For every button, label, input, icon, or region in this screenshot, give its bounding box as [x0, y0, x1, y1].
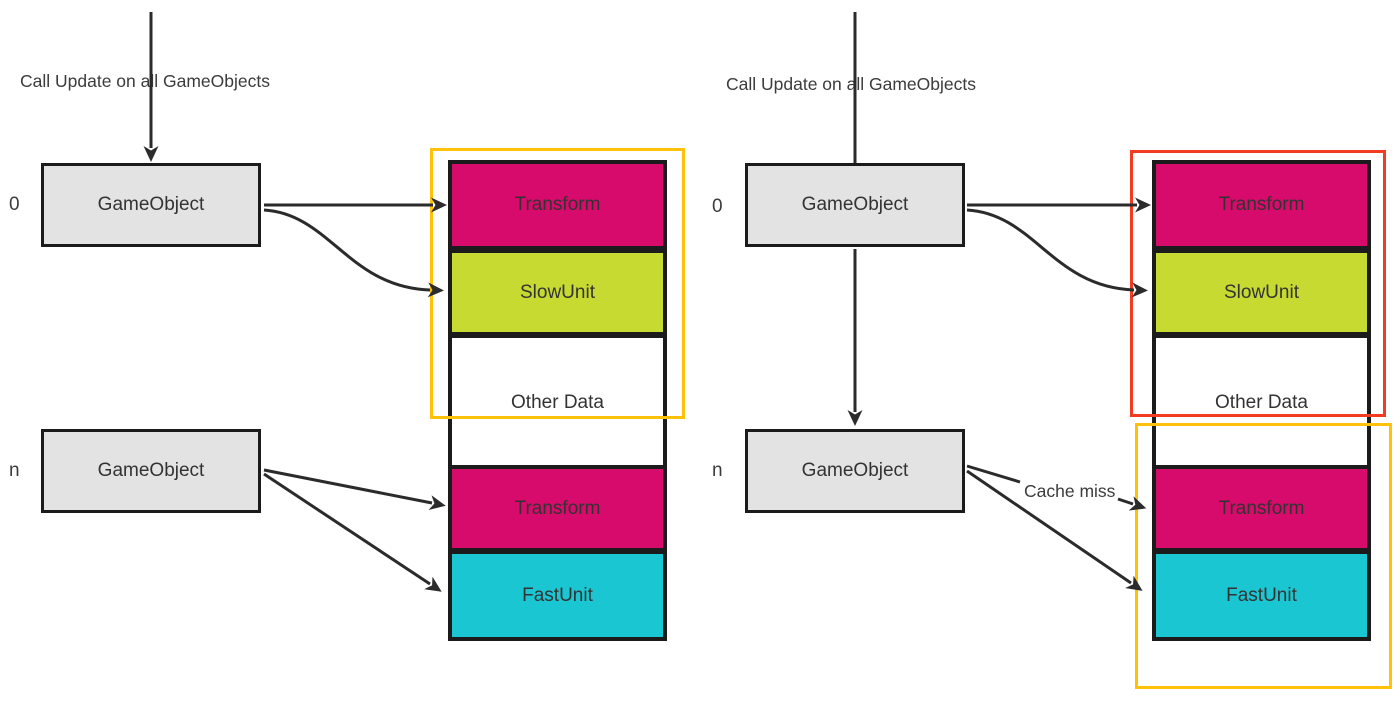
left-arrow-to-fastunit [263, 472, 442, 592]
left-gameobject-bottom-box: GameObject [41, 429, 261, 513]
right-cache-line-outline-rect-red [1130, 150, 1386, 417]
right-gameobject-bottom-label: GameObject [801, 460, 909, 481]
right-memory-block-fastunit: FastUnit [1152, 550, 1371, 641]
right-gameobject-top-label: GameObject [801, 194, 909, 215]
right-cache-miss-leader-line [966, 464, 1021, 484]
left-index-0-label: 0 [9, 194, 20, 215]
right-memory-block-fastunit-label: FastUnit [1226, 584, 1297, 606]
left-memory-block-transform-1: Transform [448, 160, 667, 250]
left-memory-block-fastunit: FastUnit [448, 550, 667, 641]
left-arrow-to-slowunit [263, 208, 444, 298]
right-memory-block-transform-2-label: Transform [1218, 497, 1305, 519]
left-gameobject-top-label: GameObject [97, 194, 205, 215]
right-memory-block-slowunit: SlowUnit [1152, 249, 1371, 336]
right-cache-line-outline-rect-yellow [1135, 423, 1392, 689]
right-memory-block-other-data: Other Data [1152, 334, 1371, 471]
left-gameobject-top-box: GameObject [41, 163, 261, 247]
left-memory-block-transform-2-label: Transform [514, 497, 601, 519]
right-index-0-label: 0 [712, 196, 723, 217]
left-memory-block-slowunit-label: SlowUnit [520, 281, 595, 303]
right-index-n-label: n [712, 460, 723, 481]
left-hot-data-outline-rect [430, 148, 685, 419]
right-memory-block-slowunit-label: SlowUnit [1224, 281, 1299, 303]
left-memory-block-fastunit-label: FastUnit [522, 584, 593, 606]
left-call-update-label: Call Update on all GameObjects [20, 71, 270, 91]
left-gameobject-bottom-label: GameObject [97, 460, 205, 481]
right-memory-block-transform-1-label: Transform [1218, 194, 1305, 215]
right-call-update-label: Call Update on all GameObjects [726, 74, 976, 94]
right-memory-block-other-data-label: Other Data [1215, 391, 1308, 413]
right-gameobject-bottom-box: GameObject [745, 429, 965, 513]
left-index-n-label: n [9, 460, 20, 481]
right-memory-block-transform-1: Transform [1152, 160, 1371, 250]
left-memory-block-other-data: Other Data [448, 334, 667, 471]
right-arrow-to-transform-2 [1117, 496, 1147, 511]
right-memory-block-transform-2: Transform [1152, 465, 1371, 552]
left-memory-block-transform-2: Transform [448, 465, 667, 552]
left-arrow-to-transform-2 [263, 468, 446, 510]
left-memory-block-transform-1-label: Transform [514, 194, 601, 215]
right-arrow-to-slowunit [966, 208, 1148, 298]
right-gameobject-top-box: GameObject [745, 163, 965, 247]
left-memory-block-other-data-label: Other Data [511, 391, 604, 413]
right-cache-miss-label: Cache miss [1024, 481, 1116, 501]
